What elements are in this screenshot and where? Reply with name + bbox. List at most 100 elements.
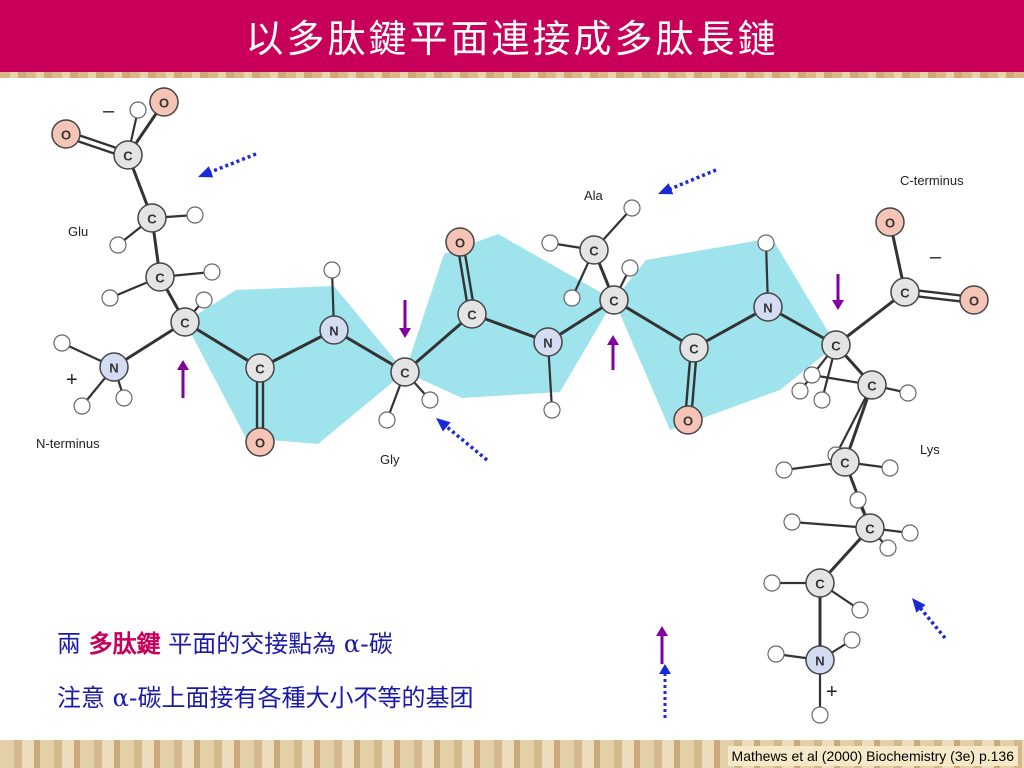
carbon-symbol: C [467,308,477,323]
charge-plus-lys: + [826,681,838,703]
carbon-atom: C [855,513,885,543]
carbon-symbol: C [831,339,841,354]
oxygen-atom: O [51,119,81,149]
side-chain-arrow-glu [198,152,257,178]
hydrogen-atom [881,459,899,477]
note-alpha-arrow [656,626,668,664]
hydrogen-atom [901,524,919,542]
carbon-atom: C [137,203,167,233]
hydrogen-atom [757,234,775,252]
note1-prefix: 兩 [57,630,89,658]
nitrogen-symbol: N [763,301,772,316]
hydrogen-atom [767,645,785,663]
charge-plus-n: + [66,369,78,391]
nitrogen-atom: N [319,315,349,345]
label-glu: Glu [68,224,88,239]
hydrogen-atom [623,199,641,217]
carbon-symbol: C [255,362,265,377]
carbon-symbol: C [400,366,410,381]
label-n-terminus: N-terminus [36,436,100,451]
hydrogen-atom [323,261,341,279]
peptide-planes [185,234,836,444]
hydrogen-atom [849,491,867,509]
hydrogen-atom [851,601,869,619]
hydrogen-atom [203,263,221,281]
carbon-atom: C [599,285,629,315]
carbon-atom: C [170,307,200,337]
nitrogen-atom: N [533,327,563,357]
side-chain-arrow-lys [912,598,947,640]
hydrogen-atom [803,366,821,384]
hydrogen-atom [109,236,127,254]
arrows [177,152,947,640]
note1-mid: 平面的交接點為 [160,630,344,658]
oxygen-symbol: O [255,436,265,451]
hydrogen-atom [843,631,861,649]
carbon-symbol: C [180,316,190,331]
hydrogen-atom [621,259,639,277]
label-lys: Lys [920,442,940,457]
hydrogen-atom [73,397,91,415]
nitrogen-atom: N [805,645,835,675]
peptide-plane-1 [185,286,405,444]
alpha-arrow-glu [177,360,189,398]
label-gly: Gly [380,452,400,467]
note-side-chain-arrow [659,664,671,718]
oxygen-atom: O [445,227,475,257]
note-line-2: 注意 α-碳上面接有各種大小不等的基团 [57,678,474,713]
side-chain-arrow-gly [436,418,489,462]
carbon-symbol: C [155,271,165,286]
carbon-symbol: C [865,522,875,537]
carbon-symbol: C [589,244,599,259]
oxygen-symbol: O [61,128,71,143]
oxygen-atom: O [875,207,905,237]
carbon-symbol: C [840,456,850,471]
carbon-atom: C [145,262,175,292]
hydrogen-atom [195,291,213,309]
hydrogen-atom [129,101,147,119]
peptide-plane-3 [614,238,836,430]
carbon-symbol: C [815,577,825,592]
alpha-arrow-lys [832,274,844,310]
side-chain-arrow-ala [658,168,717,195]
hydrogen-atom [899,384,917,402]
hydrogen-atom [879,539,897,557]
hydrogen-atom [763,574,781,592]
peptide-plane-2 [405,234,614,398]
nitrogen-symbol: N [543,336,552,351]
nitrogen-symbol: N [815,654,824,669]
hydrogen-atom [541,234,559,252]
carbon-atom: C [679,333,709,363]
oxygen-atom: O [245,427,275,457]
slide-title: 以多肽鍵平面連接成多肽長鏈 [245,17,779,61]
note1-suffix: -碳 [360,630,393,658]
note-arrow-legend [656,626,671,718]
carbon-atom: C [390,357,420,387]
title-bar [0,0,1024,72]
hydrogen-atom [53,334,71,352]
carbon-atom: C [805,568,835,598]
oxygen-atom: O [673,405,703,435]
carbon-symbol: C [900,286,910,301]
note-line-1: 兩 多肽鍵 平面的交接點為 α-碳 [57,624,393,659]
hydrogen-atom [811,706,829,724]
oxygen-symbol: O [455,236,465,251]
carbon-atom: C [579,235,609,265]
bond [613,298,695,350]
bond [404,312,473,374]
charge-minus-glu: – [103,100,115,122]
hydrogen-atom [378,411,396,429]
label-c-terminus: C-terminus [900,173,964,188]
hydrogen-atom [421,391,439,409]
hydrogen-atom [186,206,204,224]
hydrogen-atom [115,389,133,407]
oxygen-symbol: O [969,294,979,309]
note1-highlight: 多肽鍵 [88,629,161,658]
carbon-symbol: C [689,342,699,357]
nitrogen-atom: N [753,292,783,322]
carbon-symbol: C [147,212,157,227]
alpha-arrow-ala [607,335,619,370]
label-ala: Ala [584,188,604,203]
